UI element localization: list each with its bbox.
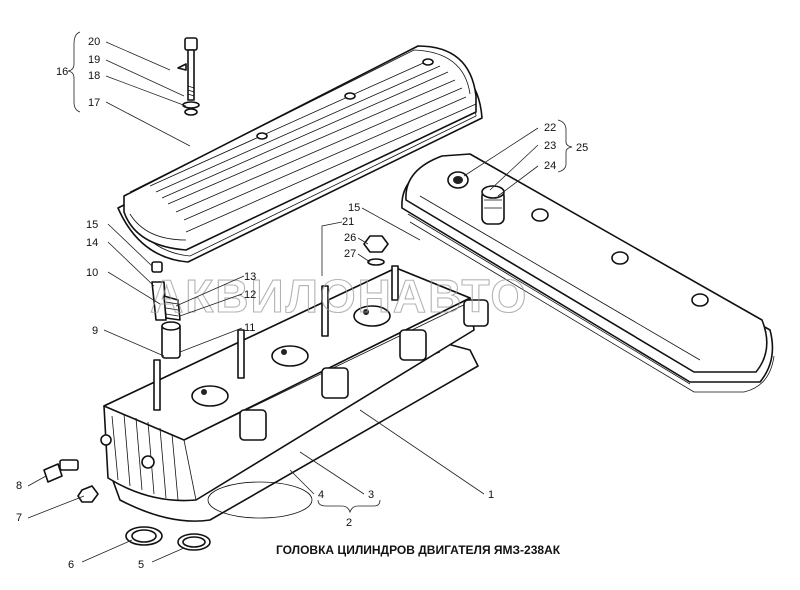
callout-8: 8 [16, 480, 22, 492]
callout-17: 17 [88, 97, 100, 109]
callout-6: 6 [68, 559, 74, 571]
callout-21: 21 [342, 216, 354, 228]
small-parts-5-8 [43, 459, 211, 551]
callout-23: 23 [544, 140, 556, 152]
callout-24: 24 [544, 160, 556, 172]
cover-bolt-assembly [177, 37, 200, 116]
callout-15-left: 15 [86, 219, 98, 231]
callout-13: 13 [244, 271, 256, 283]
callout-20: 20 [88, 36, 100, 48]
callout-16: 16 [56, 66, 68, 78]
callout-14: 14 [86, 237, 98, 249]
right-valve-cover [401, 153, 775, 393]
callout-26: 26 [344, 232, 356, 244]
callout-11: 11 [244, 322, 255, 334]
cylinder-head [100, 265, 489, 522]
callout-7: 7 [16, 512, 22, 524]
diagram-title: ГОЛОВКА ЦИЛИНДРОВ ДВИГАТЕЛЯ ЯМЗ-238АК [276, 543, 561, 557]
callout-10: 10 [86, 267, 98, 279]
callout-labels: 20 19 18 17 16 22 23 24 25 15 14 10 21 1… [16, 36, 588, 571]
callout-9: 9 [92, 325, 98, 337]
watermark: АКВИЛОНАВТО [150, 270, 528, 322]
callout-4: 4 [318, 489, 324, 501]
callout-25: 25 [576, 142, 588, 154]
callout-15-right: 15 [348, 202, 360, 214]
callout-22: 22 [544, 122, 556, 134]
callout-3: 3 [368, 489, 374, 501]
callout-1: 1 [488, 489, 494, 501]
callout-18: 18 [88, 70, 100, 82]
callout-2: 2 [346, 517, 352, 529]
left-valve-cover [117, 45, 483, 263]
valve-parts-10-15 [151, 261, 181, 359]
callout-27: 27 [344, 248, 356, 260]
callout-12: 12 [244, 289, 256, 301]
callout-5: 5 [138, 559, 144, 571]
nut-and-washer-26-27 [363, 235, 389, 266]
leader-lines [27, 31, 573, 563]
callout-19: 19 [88, 54, 100, 66]
